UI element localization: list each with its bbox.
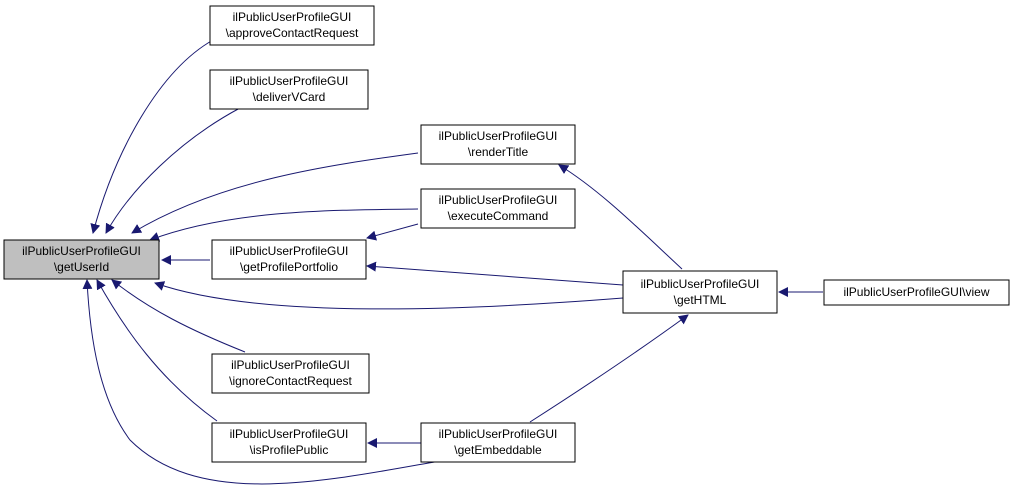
node-renderTitle-line1: ilPublicUserProfileGUI bbox=[439, 129, 558, 143]
node-getProfilePortfolio-line2: \getProfilePortfolio bbox=[240, 260, 338, 274]
node-view-line1: ilPublicUserProfileGUI\view bbox=[843, 285, 989, 299]
edge-executeCommand-to-getUserId bbox=[149, 208, 419, 242]
node-deliverVCard-line1: ilPublicUserProfileGUI bbox=[230, 74, 349, 88]
node-getUserId-line2: \getUserId bbox=[54, 260, 109, 274]
node-isProfilePublic-line1: ilPublicUserProfileGUI bbox=[230, 427, 349, 441]
node-ignoreContactRequest[interactable]: ilPublicUserProfileGUI \ignoreContactReq… bbox=[211, 353, 370, 394]
node-getHTML-line2: \getHTML bbox=[674, 293, 727, 307]
node-getProfilePortfolio[interactable]: ilPublicUserProfileGUI \getProfilePortfo… bbox=[211, 239, 367, 280]
node-deliverVCard-line2: \deliverVCard bbox=[253, 90, 326, 104]
node-renderTitle[interactable]: ilPublicUserProfileGUI \renderTitle bbox=[420, 124, 576, 165]
node-renderTitle-line2: \renderTitle bbox=[468, 145, 529, 159]
node-isProfilePublic-line2: \isProfilePublic bbox=[250, 443, 329, 457]
node-deliverVCard[interactable]: ilPublicUserProfileGUI \deliverVCard bbox=[209, 69, 369, 110]
edge-getHTML-to-getUserId bbox=[154, 281, 624, 310]
node-approveContactRequest-line1: ilPublicUserProfileGUI bbox=[233, 10, 352, 24]
node-approveContactRequest-line2: \approveContactRequest bbox=[226, 26, 359, 40]
node-ignoreContactRequest-line2: \ignoreContactRequest bbox=[229, 374, 352, 388]
edge-ignoreContactRequest-to-getUserId bbox=[111, 279, 246, 353]
edges bbox=[82, 39, 823, 485]
edge-deliverVCard-to-getUserId bbox=[105, 107, 241, 234]
node-executeCommand[interactable]: ilPublicUserProfileGUI \executeCommand bbox=[420, 188, 576, 229]
edge-executeCommand-to-getProfilePortfolio bbox=[366, 223, 419, 241]
node-isProfilePublic[interactable]: ilPublicUserProfileGUI \isProfilePublic bbox=[211, 422, 367, 463]
edge-getHTML-to-renderTitle bbox=[558, 164, 683, 270]
edge-isProfilePublic-to-getUserId bbox=[96, 279, 218, 422]
node-approveContactRequest[interactable]: ilPublicUserProfileGUI \approveContactRe… bbox=[209, 5, 375, 46]
node-ignoreContactRequest-line1: ilPublicUserProfileGUI bbox=[231, 358, 350, 372]
edge-getEmbeddable-to-getUserId bbox=[82, 279, 441, 485]
edge-getHTML-to-getProfilePortfolio bbox=[366, 261, 624, 286]
node-getEmbeddable-line2: \getEmbeddable bbox=[454, 443, 542, 457]
node-getUserId[interactable]: ilPublicUserProfileGUI \getUserId bbox=[3, 239, 160, 280]
node-getHTML[interactable]: ilPublicUserProfileGUI \getHTML bbox=[622, 270, 778, 314]
edge-renderTitle-to-getUserId bbox=[131, 152, 419, 234]
node-getEmbeddable[interactable]: ilPublicUserProfileGUI \getEmbeddable bbox=[420, 422, 576, 463]
node-getUserId-line1: ilPublicUserProfileGUI bbox=[22, 244, 141, 258]
edge-getEmbeddable-to-getHTML bbox=[529, 314, 689, 423]
node-getProfilePortfolio-line1: ilPublicUserProfileGUI bbox=[230, 244, 349, 258]
edge-approveContactRequest-to-getUserId bbox=[90, 39, 214, 234]
node-executeCommand-line2: \executeCommand bbox=[448, 209, 549, 223]
node-view[interactable]: ilPublicUserProfileGUI\view bbox=[823, 279, 1010, 306]
node-executeCommand-line1: ilPublicUserProfileGUI bbox=[439, 193, 558, 207]
node-getHTML-line1: ilPublicUserProfileGUI bbox=[641, 277, 760, 291]
node-getEmbeddable-line1: ilPublicUserProfileGUI bbox=[439, 427, 558, 441]
